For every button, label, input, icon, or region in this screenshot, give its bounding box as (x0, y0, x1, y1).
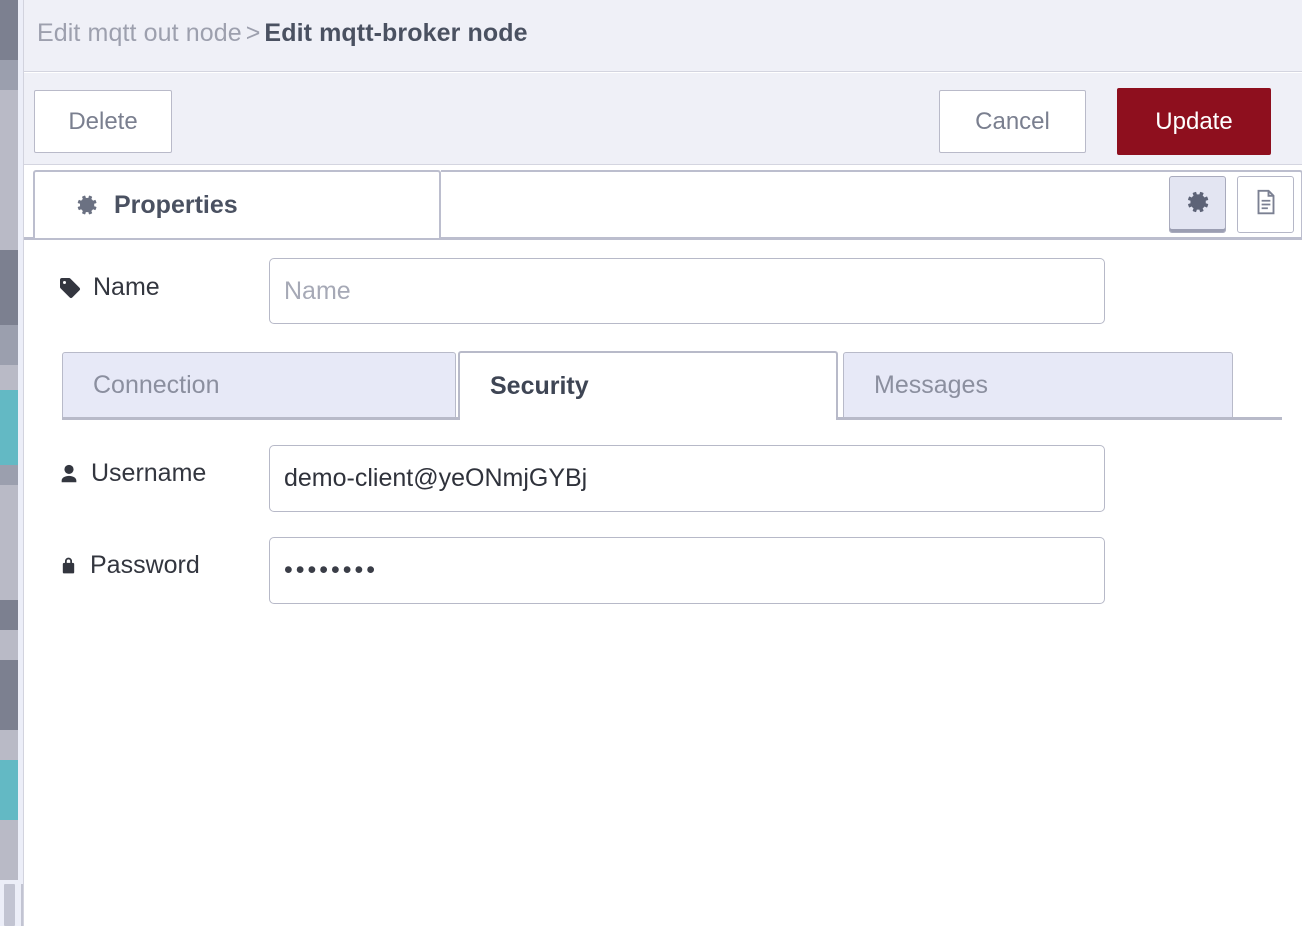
edit-dialog-panel: Edit mqtt out node>Edit mqtt-broker node… (23, 0, 1302, 926)
subtab-connection[interactable]: Connection (62, 352, 456, 418)
dialog-action-bar: Delete Cancel Update (24, 73, 1302, 165)
subtab-messages-label: Messages (874, 370, 988, 399)
subtab-security[interactable]: Security (458, 351, 838, 420)
password-label-text: Password (90, 551, 200, 579)
document-icon (1251, 187, 1281, 222)
tag-icon (58, 276, 82, 300)
breadcrumb-separator: > (245, 19, 261, 47)
breadcrumb-parent[interactable]: Edit mqtt out node (37, 19, 242, 47)
subtab-messages[interactable]: Messages (843, 352, 1233, 418)
background-gap (18, 0, 23, 926)
breadcrumb: Edit mqtt out node>Edit mqtt-broker node (37, 19, 528, 48)
username-label-text: Username (91, 459, 207, 487)
background-canvas-strip (0, 0, 18, 926)
user-icon (58, 463, 80, 485)
tab-bar-filler (441, 170, 1302, 238)
gear-icon (1184, 188, 1212, 221)
description-panel-button[interactable] (1237, 176, 1294, 233)
password-label: Password (58, 551, 200, 580)
main-tab-bar: Properties (24, 166, 1302, 240)
subtab-security-label: Security (490, 372, 589, 400)
tab-properties[interactable]: Properties (33, 170, 441, 238)
cancel-button[interactable]: Cancel (939, 90, 1086, 153)
password-input[interactable] (269, 537, 1105, 604)
name-input[interactable] (269, 258, 1105, 324)
name-label: Name (58, 273, 160, 302)
username-input[interactable] (269, 445, 1105, 512)
breadcrumb-current: Edit mqtt-broker node (264, 19, 528, 47)
username-label: Username (58, 459, 206, 488)
name-label-text: Name (93, 273, 160, 301)
lock-icon (58, 555, 79, 576)
tab-properties-label: Properties (114, 190, 238, 219)
security-subtab-bar: Connection Security Messages (24, 351, 1302, 420)
tab-bar-underline (24, 237, 1302, 240)
dialog-header: Edit mqtt out node>Edit mqtt-broker node (24, 0, 1302, 72)
outer-scrollbar-thumb[interactable] (4, 884, 15, 926)
update-button[interactable]: Update (1117, 88, 1271, 155)
properties-panel-button[interactable] (1169, 176, 1226, 233)
subtab-connection-label: Connection (93, 370, 220, 399)
delete-button[interactable]: Delete (34, 90, 172, 153)
properties-form: Name Connection Security Messages (24, 240, 1302, 926)
gear-icon (74, 192, 100, 218)
